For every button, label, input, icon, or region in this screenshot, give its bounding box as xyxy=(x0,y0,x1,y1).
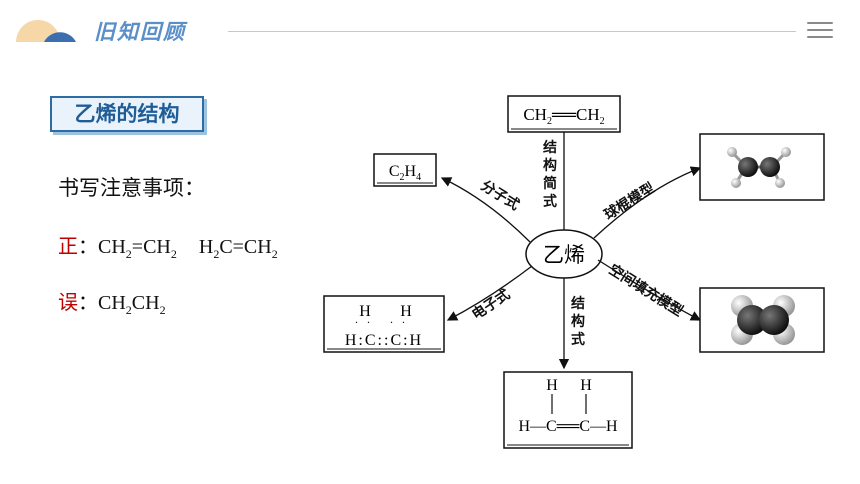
structural-formula-box xyxy=(503,371,633,449)
header-divider xyxy=(228,31,796,32)
electron-h-top-right: H xyxy=(400,303,412,320)
arrow-ball-stick xyxy=(593,166,702,239)
structural-h-top-right: H xyxy=(580,377,592,394)
label-ball-stick: 球棍模型 xyxy=(601,179,657,223)
label-molecular: 分子式 xyxy=(478,177,523,214)
correct-note: 正：CH2=CH2 H2C=CH2 xyxy=(58,230,278,262)
wrong-note: 误：CH2CH2 xyxy=(58,286,166,318)
section-title: 乙烯的结构 xyxy=(74,102,180,126)
label-shi: 式 xyxy=(543,193,557,210)
label-space-filling: 空间填充模型 xyxy=(606,261,686,320)
space-filling-model-icon xyxy=(731,295,795,345)
structural-simple-box xyxy=(507,95,621,133)
correct-formula-1: CH2=CH2 xyxy=(98,236,177,261)
wrong-formula: CH2CH2 xyxy=(98,292,166,317)
arrow-molecular xyxy=(440,177,531,243)
wrong-label: 误 xyxy=(58,290,78,314)
label-jie: 结 xyxy=(543,139,557,156)
header-title: 旧知回顾 xyxy=(94,20,186,44)
wrong-colon: ： xyxy=(78,290,98,314)
label-shi-2: 式 xyxy=(571,331,585,348)
electron-h-top-left: H xyxy=(359,303,371,320)
structural-formula-main: H—C══C—H xyxy=(518,418,618,435)
electron-dots-top: ·· ·· xyxy=(355,315,414,329)
hamburger-menu-icon[interactable] xyxy=(807,22,833,40)
center-label: 乙烯 xyxy=(543,243,585,267)
header-logo-icon xyxy=(16,20,76,42)
label-gou-2: 构 xyxy=(571,313,585,330)
electron-formula-main: H:C::C:H xyxy=(345,332,423,349)
arrow-space-filling xyxy=(597,259,702,321)
label-jian: 简 xyxy=(543,175,557,192)
correct-formula-2: H2C=CH2 xyxy=(198,236,278,261)
structural-simple-formula: CH2══CH2 xyxy=(523,105,604,127)
ball-stick-model-icon xyxy=(727,147,791,188)
arrow-electron xyxy=(446,265,533,321)
structural-h-top-left: H xyxy=(546,377,558,394)
ethylene-structure-diagram: 乙烯 结 构 简 式 分子式 球棍模型 空间填充模型 电子式 结 构 式 CH2… xyxy=(323,95,825,449)
correct-colon: ： xyxy=(78,234,98,258)
electron-formula-box xyxy=(323,295,445,353)
label-jie-2: 结 xyxy=(571,295,585,312)
section-title-box: 乙烯的结构 xyxy=(50,96,204,132)
molecular-formula: C2H4 xyxy=(389,163,421,183)
label-gou: 构 xyxy=(543,157,557,174)
notes-heading: 书写注意事项： xyxy=(58,176,205,200)
correct-label: 正 xyxy=(58,234,78,258)
molecular-formula-box xyxy=(373,153,437,187)
